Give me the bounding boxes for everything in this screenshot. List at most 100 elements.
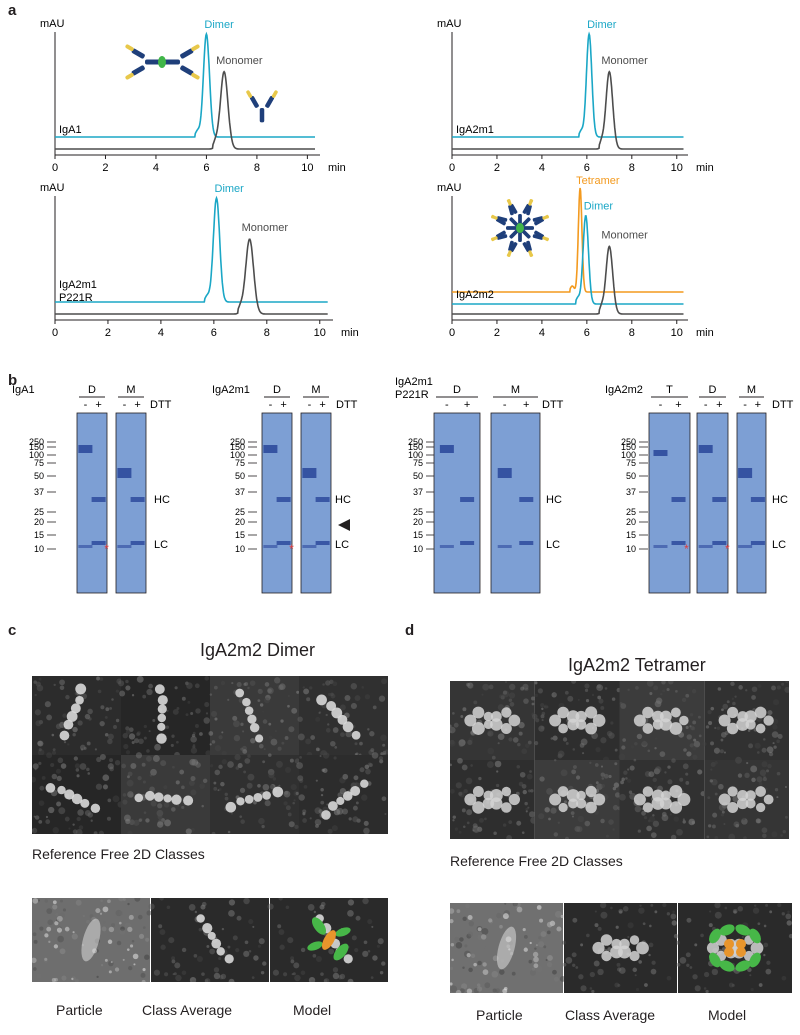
band-faint: [263, 545, 278, 548]
noise: [185, 713, 189, 717]
density-blob: [75, 695, 84, 705]
noise: [331, 825, 338, 832]
noise: [136, 732, 140, 737]
noise: [251, 976, 255, 979]
fab-domain: [508, 240, 514, 252]
noise: [553, 758, 557, 762]
noise: [243, 770, 247, 774]
noise: [572, 832, 577, 837]
noise: [296, 762, 304, 769]
noise: [689, 712, 694, 717]
noise: [637, 829, 641, 833]
density-blob: [244, 794, 254, 804]
fab-domain: [522, 242, 531, 252]
noise: [102, 784, 109, 790]
noise: [288, 821, 295, 828]
noise: [676, 962, 681, 967]
noise: [697, 715, 701, 719]
trace-dimer: [55, 195, 328, 303]
density-blob: [163, 794, 172, 803]
band-unreduced: [302, 468, 317, 478]
density-blob: [636, 941, 649, 955]
noise: [163, 785, 168, 790]
noise: [661, 679, 666, 685]
noise: [639, 904, 642, 907]
hc-label: HC: [154, 494, 170, 506]
gel-group-label: M: [311, 384, 320, 396]
noise: [571, 678, 577, 684]
marker-label: 250: [621, 437, 636, 447]
density-blob: [755, 786, 766, 797]
noise: [578, 974, 584, 980]
noise: [277, 924, 282, 929]
marker-label: 37: [235, 487, 245, 497]
noise: [636, 733, 643, 740]
noise: [55, 912, 59, 917]
density-blob: [727, 786, 738, 797]
marker-label: 15: [34, 530, 44, 540]
noise: [75, 768, 80, 772]
noise: [643, 816, 648, 820]
noise: [686, 685, 693, 692]
density-blob: [585, 706, 598, 719]
noise: [646, 679, 654, 687]
noise: [64, 926, 70, 932]
noise: [463, 825, 466, 828]
density-blob: [600, 934, 613, 946]
noise: [240, 747, 244, 751]
noise: [750, 987, 754, 992]
density-blob: [727, 801, 739, 814]
noise: [171, 807, 176, 812]
band-unreduced: [117, 468, 132, 478]
noise: [763, 738, 766, 741]
noise: [493, 831, 497, 835]
noise: [571, 769, 577, 775]
noise: [142, 694, 147, 699]
noise: [754, 904, 757, 907]
noise: [199, 783, 205, 789]
marker-label: 15: [413, 530, 423, 540]
noise: [516, 764, 521, 769]
noise: [627, 688, 630, 692]
noise: [691, 688, 697, 694]
noise: [737, 773, 743, 778]
sample-label: IgA2m1: [59, 279, 97, 291]
dimer-class-average-label: Class Average: [142, 1002, 233, 1018]
noise: [751, 695, 756, 700]
density-blob: [59, 730, 70, 741]
noise: [757, 751, 760, 754]
light-chain: [506, 199, 512, 206]
noise: [482, 962, 487, 967]
density-blob: [196, 914, 205, 923]
light-chain: [542, 236, 549, 241]
density-blob: [677, 793, 691, 806]
noise: [213, 972, 221, 980]
noise: [481, 927, 489, 935]
noise: [629, 765, 635, 771]
noise: [303, 688, 310, 695]
noise: [557, 821, 560, 824]
noise: [190, 827, 195, 832]
noise: [531, 967, 536, 972]
noise: [682, 820, 686, 824]
tetramer-2d-class: [531, 678, 621, 763]
density-blob: [157, 722, 166, 731]
dimer-model-image: [267, 898, 388, 982]
noise: [477, 960, 482, 966]
noise: [39, 926, 44, 931]
noise: [571, 952, 577, 958]
noise: [297, 733, 305, 741]
tetramer-cartoon-icon: [491, 199, 549, 257]
noise: [594, 810, 599, 815]
noise: [227, 698, 230, 701]
dimer-class-grid: [30, 675, 390, 836]
gel-blot-2: IgA2m1P221RDTT25015010075503725201510D-+…: [395, 376, 564, 594]
noise: [461, 808, 466, 813]
noise: [44, 933, 49, 938]
noise: [521, 831, 525, 834]
noise: [87, 812, 94, 818]
density-blob: [575, 719, 587, 730]
noise: [191, 759, 199, 766]
noise: [55, 768, 61, 774]
noise: [68, 827, 71, 830]
